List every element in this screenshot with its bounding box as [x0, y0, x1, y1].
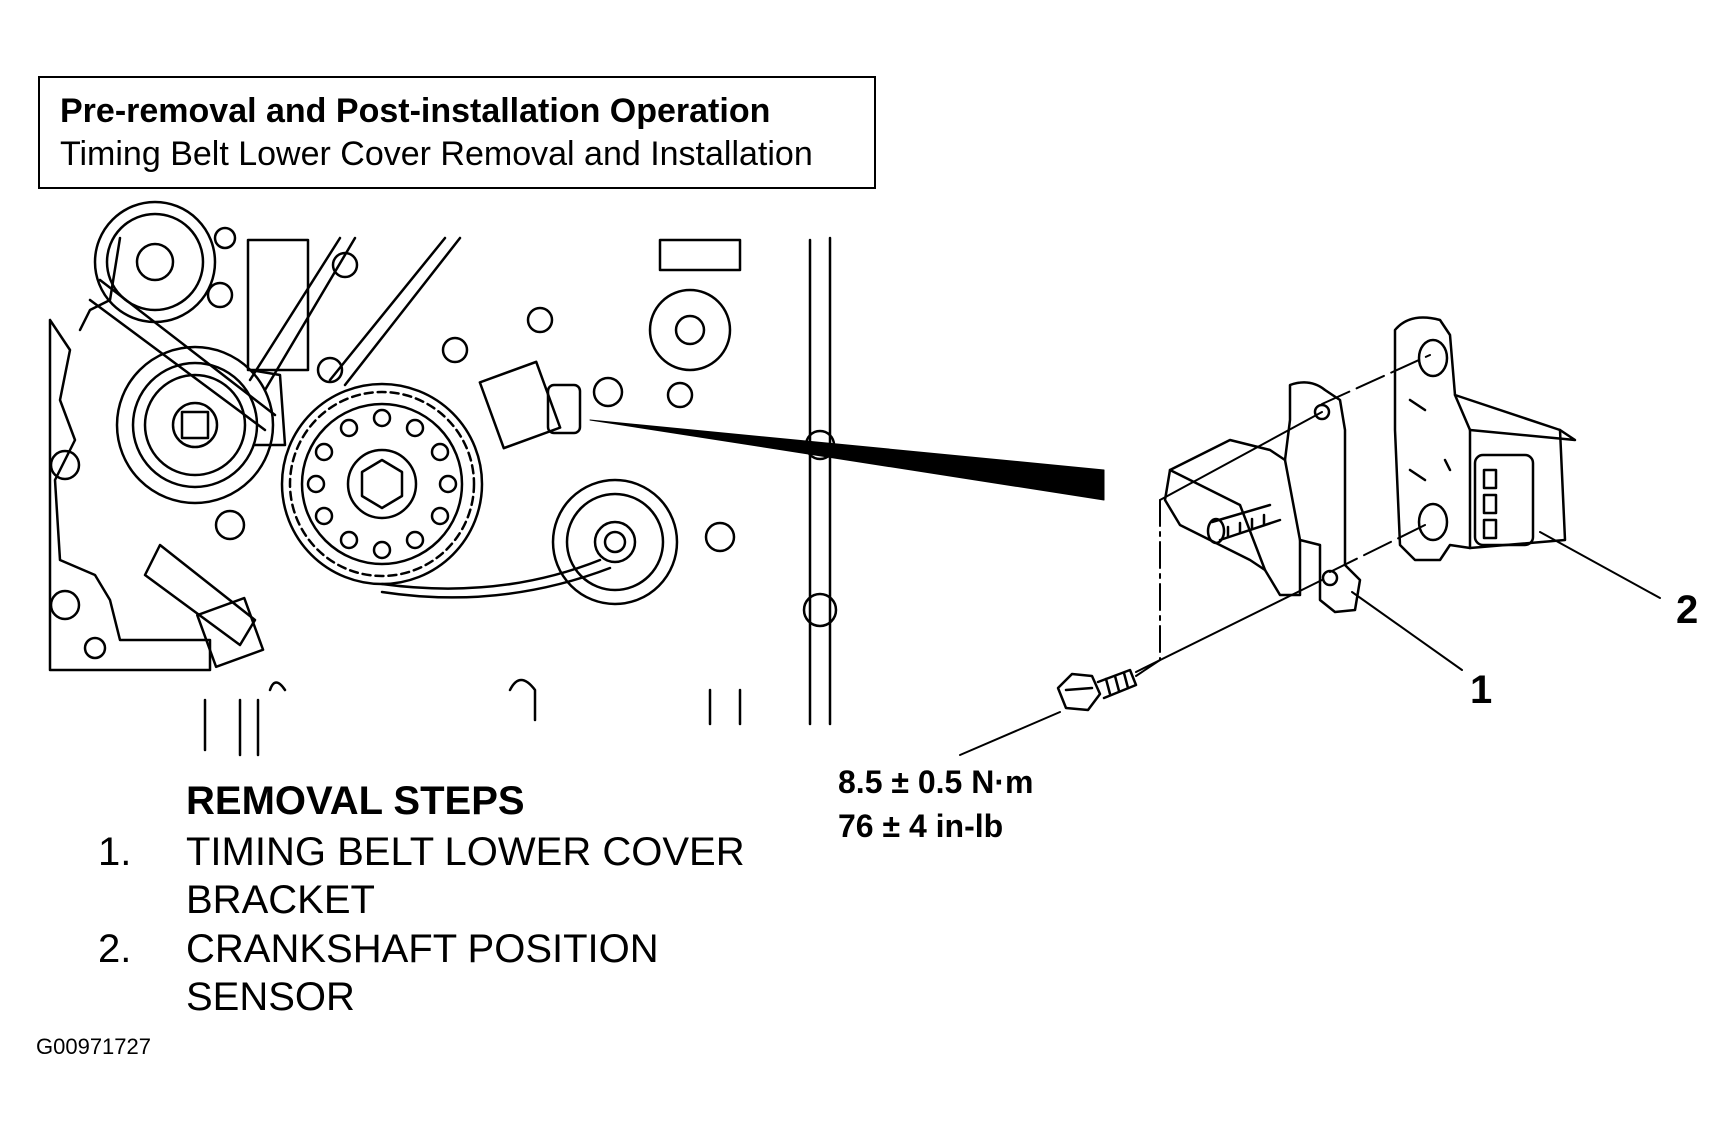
diagram-title: Pre-removal and Post-installation Operat…	[60, 92, 771, 130]
crankshaft-position-sensor	[1393, 316, 1577, 562]
step-1-number: 1.	[98, 830, 132, 874]
step-2-line-1: CRANKSHAFT POSITION	[186, 927, 659, 971]
callout-1-label: 1	[1470, 668, 1493, 712]
engine-front-view	[48, 200, 838, 757]
torque-imperial: 76 ± 4 in-lb	[838, 808, 1004, 844]
sensor-bracket	[1163, 381, 1362, 614]
step-1-line-1: TIMING BELT LOWER COVER	[186, 830, 745, 874]
detail-leader-wedge	[589, 419, 1105, 501]
bracket-bolt	[1056, 668, 1138, 712]
figure-id: G00971727	[36, 1034, 151, 1059]
step-2-number: 2.	[98, 927, 132, 971]
callout-2-leader	[1539, 531, 1661, 599]
step-2-line-2: SENSOR	[186, 975, 355, 1019]
title-box: Pre-removal and Post-installation Operat…	[38, 76, 876, 189]
torque-metric: 8.5 ± 0.5 N·m	[838, 764, 1034, 800]
step-1-line-2: BRACKET	[186, 878, 375, 922]
callout-1-leader	[1351, 591, 1463, 671]
torque-leader	[959, 711, 1061, 756]
assembly-lines	[1135, 354, 1431, 677]
removal-steps-heading: REMOVAL STEPS	[186, 779, 525, 823]
callout-2-label: 2	[1676, 588, 1699, 632]
diagram-subtitle: Timing Belt Lower Cover Removal and Inst…	[60, 135, 813, 173]
